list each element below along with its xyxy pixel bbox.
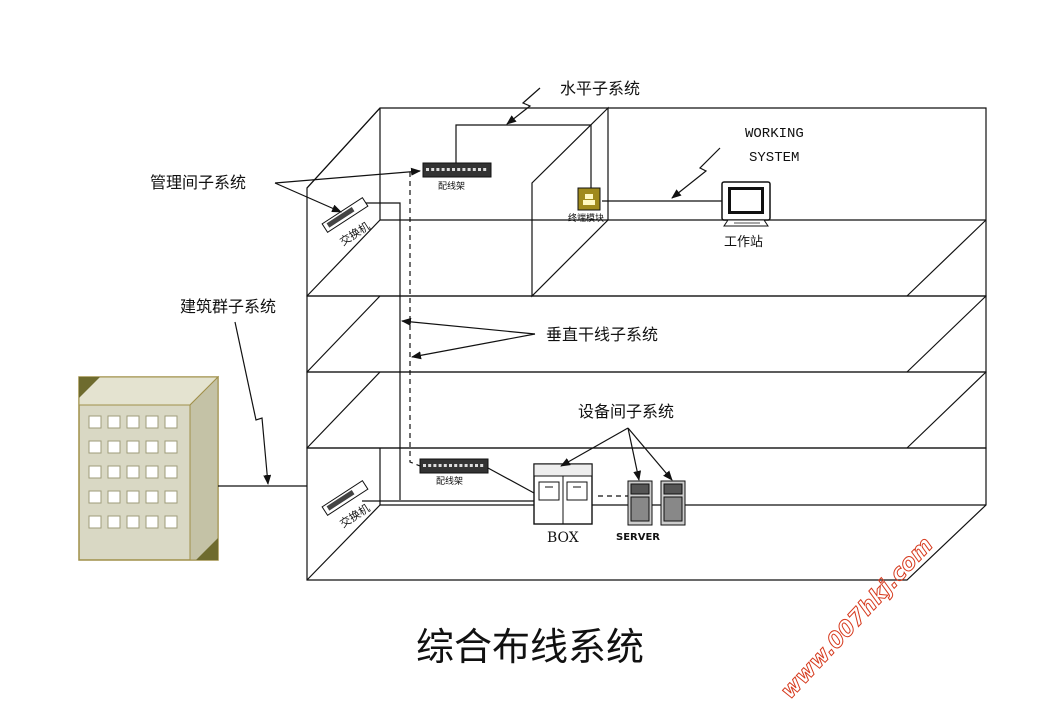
building-window (164, 465, 178, 479)
campus-pointer (234, 321, 272, 485)
building-window (126, 415, 140, 429)
server-icon (660, 480, 686, 526)
patch-panel-icon (422, 162, 492, 178)
patch-port (464, 464, 468, 467)
building-window (107, 415, 121, 429)
building-window (88, 490, 102, 504)
building-window (145, 515, 159, 529)
admin-pointers (274, 167, 421, 213)
patch-port (483, 168, 487, 171)
building-window (126, 515, 140, 529)
building-window (107, 515, 121, 529)
terminal-module-label: 终端模块 (568, 212, 604, 224)
horizontal-subsystem-label: 水平子系统 (560, 79, 640, 98)
patch-port (475, 464, 478, 467)
building-window (88, 415, 102, 429)
building-window (145, 440, 159, 454)
patch-port (467, 168, 471, 171)
building-window (164, 515, 178, 529)
box-label: BOX (547, 530, 579, 546)
patch-port (428, 464, 432, 467)
patch-port (457, 168, 461, 171)
equipment-subsystem-label: 设备间子系统 (578, 402, 674, 421)
patch-port (452, 168, 455, 171)
patch-port (423, 464, 426, 467)
campus-subsystem-label: 建筑群子系统 (180, 297, 276, 316)
building-window (126, 490, 140, 504)
backbone-subsystem-label: 垂直干线子系统 (546, 325, 658, 344)
floor-structure (306, 106, 987, 581)
building-window (126, 440, 140, 454)
building-window (145, 415, 159, 429)
building-window (164, 415, 178, 429)
server-icon (627, 480, 653, 526)
patch-port (433, 464, 437, 467)
patch-panel-top-label: 配线架 (438, 180, 465, 192)
patch-port (446, 168, 450, 171)
patch-panel-icon (419, 458, 489, 474)
patch-port (472, 168, 476, 171)
patch-port (449, 464, 452, 467)
horizontal-pointer (506, 87, 541, 125)
patch-port (436, 168, 440, 171)
diagram-title: 综合布线系统 (416, 625, 644, 669)
building-icon (78, 375, 307, 561)
switch-icon (321, 197, 369, 233)
patch-port (469, 464, 473, 467)
patch-port (454, 464, 458, 467)
patch-port (480, 464, 484, 467)
patch-port (426, 168, 429, 171)
building-window (88, 440, 102, 454)
building-window (164, 490, 178, 504)
watermark-text: www.007hkj.com (776, 533, 938, 704)
admin-subsystem-label: 管理间子系统 (150, 173, 246, 192)
building-window (88, 515, 102, 529)
building-window (145, 465, 159, 479)
working-system-pointer (671, 147, 721, 199)
workstation-label: 工作站 (724, 235, 763, 250)
building-window (164, 440, 178, 454)
building-window (107, 490, 121, 504)
building-window (107, 440, 121, 454)
terminal-module-icon (577, 187, 601, 211)
patch-panel-bottom-label: 配线架 (436, 475, 463, 487)
switch-icon (321, 480, 369, 516)
working-system-line2: SYSTEM (749, 150, 799, 166)
backbone-pointers (401, 317, 536, 360)
working-system-line1: WORKING (745, 126, 804, 142)
server-label: SERVER (616, 532, 660, 543)
building-window (126, 465, 140, 479)
patch-port (478, 168, 481, 171)
patch-port (441, 168, 445, 171)
building-window (145, 490, 159, 504)
patch-port (459, 464, 463, 467)
backbone-dashed-cable (409, 172, 628, 497)
patch-port (438, 464, 442, 467)
patch-port (462, 168, 466, 171)
building-window (88, 465, 102, 479)
patch-port (431, 168, 435, 171)
workstation-icon (721, 181, 771, 227)
equipment-pointers (560, 427, 673, 481)
building-window (107, 465, 121, 479)
box-cabinet-icon (533, 463, 593, 525)
patch-port (443, 464, 447, 467)
cables (362, 124, 722, 502)
